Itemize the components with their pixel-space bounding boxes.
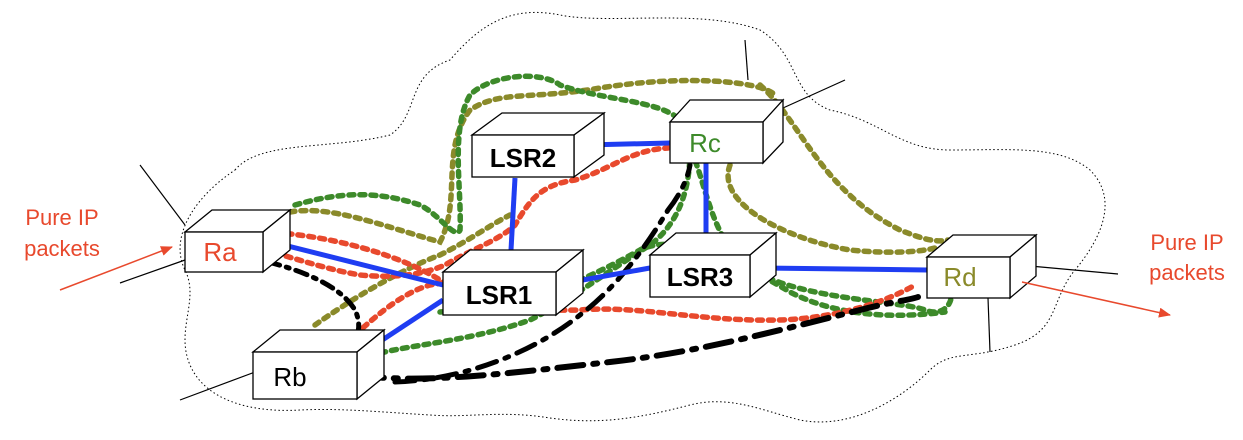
link-lsr1-lsr2 [508, 177, 518, 251]
router-lsr1-label: LSR1 [466, 280, 532, 310]
router-lsr1-front [442, 271, 557, 316]
router-lsr1[interactable]: LSR1 [441, 248, 585, 317]
router-ra[interactable]: Ra [183, 208, 292, 274]
router-rd[interactable]: Rd [925, 233, 1038, 300]
router-rb[interactable]: Rb [251, 328, 386, 401]
rd-external-link-right [1029, 265, 1119, 275]
router-rb-front [252, 351, 358, 400]
network-cloud-outline [179, 11, 1106, 423]
router-rc[interactable]: Rc [668, 98, 785, 165]
ra-external-link-bottom [119, 259, 186, 284]
router-lsr3-front [649, 254, 751, 298]
external-links [119, 39, 1119, 401]
egress-arrow [1021, 281, 1171, 318]
router-lsr2[interactable]: LSR2 [470, 111, 606, 179]
router-lsr3-label: LSR3 [667, 262, 733, 292]
ingress-label-line2: packets [24, 236, 100, 261]
red-path-ra-rd [262, 229, 918, 323]
ingress-arrow [59, 246, 173, 291]
link-ra-lsr1 [267, 238, 444, 288]
router-ra-label: Ra [203, 237, 237, 267]
black-path-rb-rd [355, 294, 921, 382]
olive-path-rb-lsr1 [312, 212, 513, 328]
ingress-label-line1: Pure IP [25, 205, 98, 230]
rd-external-link-bottom [987, 297, 991, 353]
rc-external-link-top [744, 39, 749, 81]
router-rc-label: Rc [689, 128, 721, 158]
rc-external-link-right [782, 79, 846, 109]
router-rc-front [669, 121, 764, 164]
olive-path-rc-rd-lower [725, 162, 938, 255]
rb-external-link [179, 371, 256, 401]
router-lsr3[interactable]: LSR3 [648, 231, 778, 299]
egress-label-line2: packets [1149, 260, 1225, 285]
router-rd-label: Rd [943, 262, 976, 292]
router-lsr2-front [471, 134, 575, 178]
router-rd-front [926, 256, 1011, 299]
black-path-rb-rc [392, 162, 693, 385]
olive-path-rc-rd-upper [757, 82, 951, 244]
router-lsr2-label: LSR2 [490, 143, 556, 173]
red-path-ra-lsr1-rc [262, 145, 671, 279]
ra-external-link-top [139, 164, 186, 226]
router-rb-label: Rb [273, 362, 306, 392]
egress-label-line1: Pure IP [1150, 230, 1223, 255]
router-ra-front [184, 231, 264, 273]
green-path-ra-lsr2-rc [292, 73, 683, 235]
link-lsr3-rd [757, 265, 928, 273]
olive-path-ra-rc [287, 77, 778, 246]
